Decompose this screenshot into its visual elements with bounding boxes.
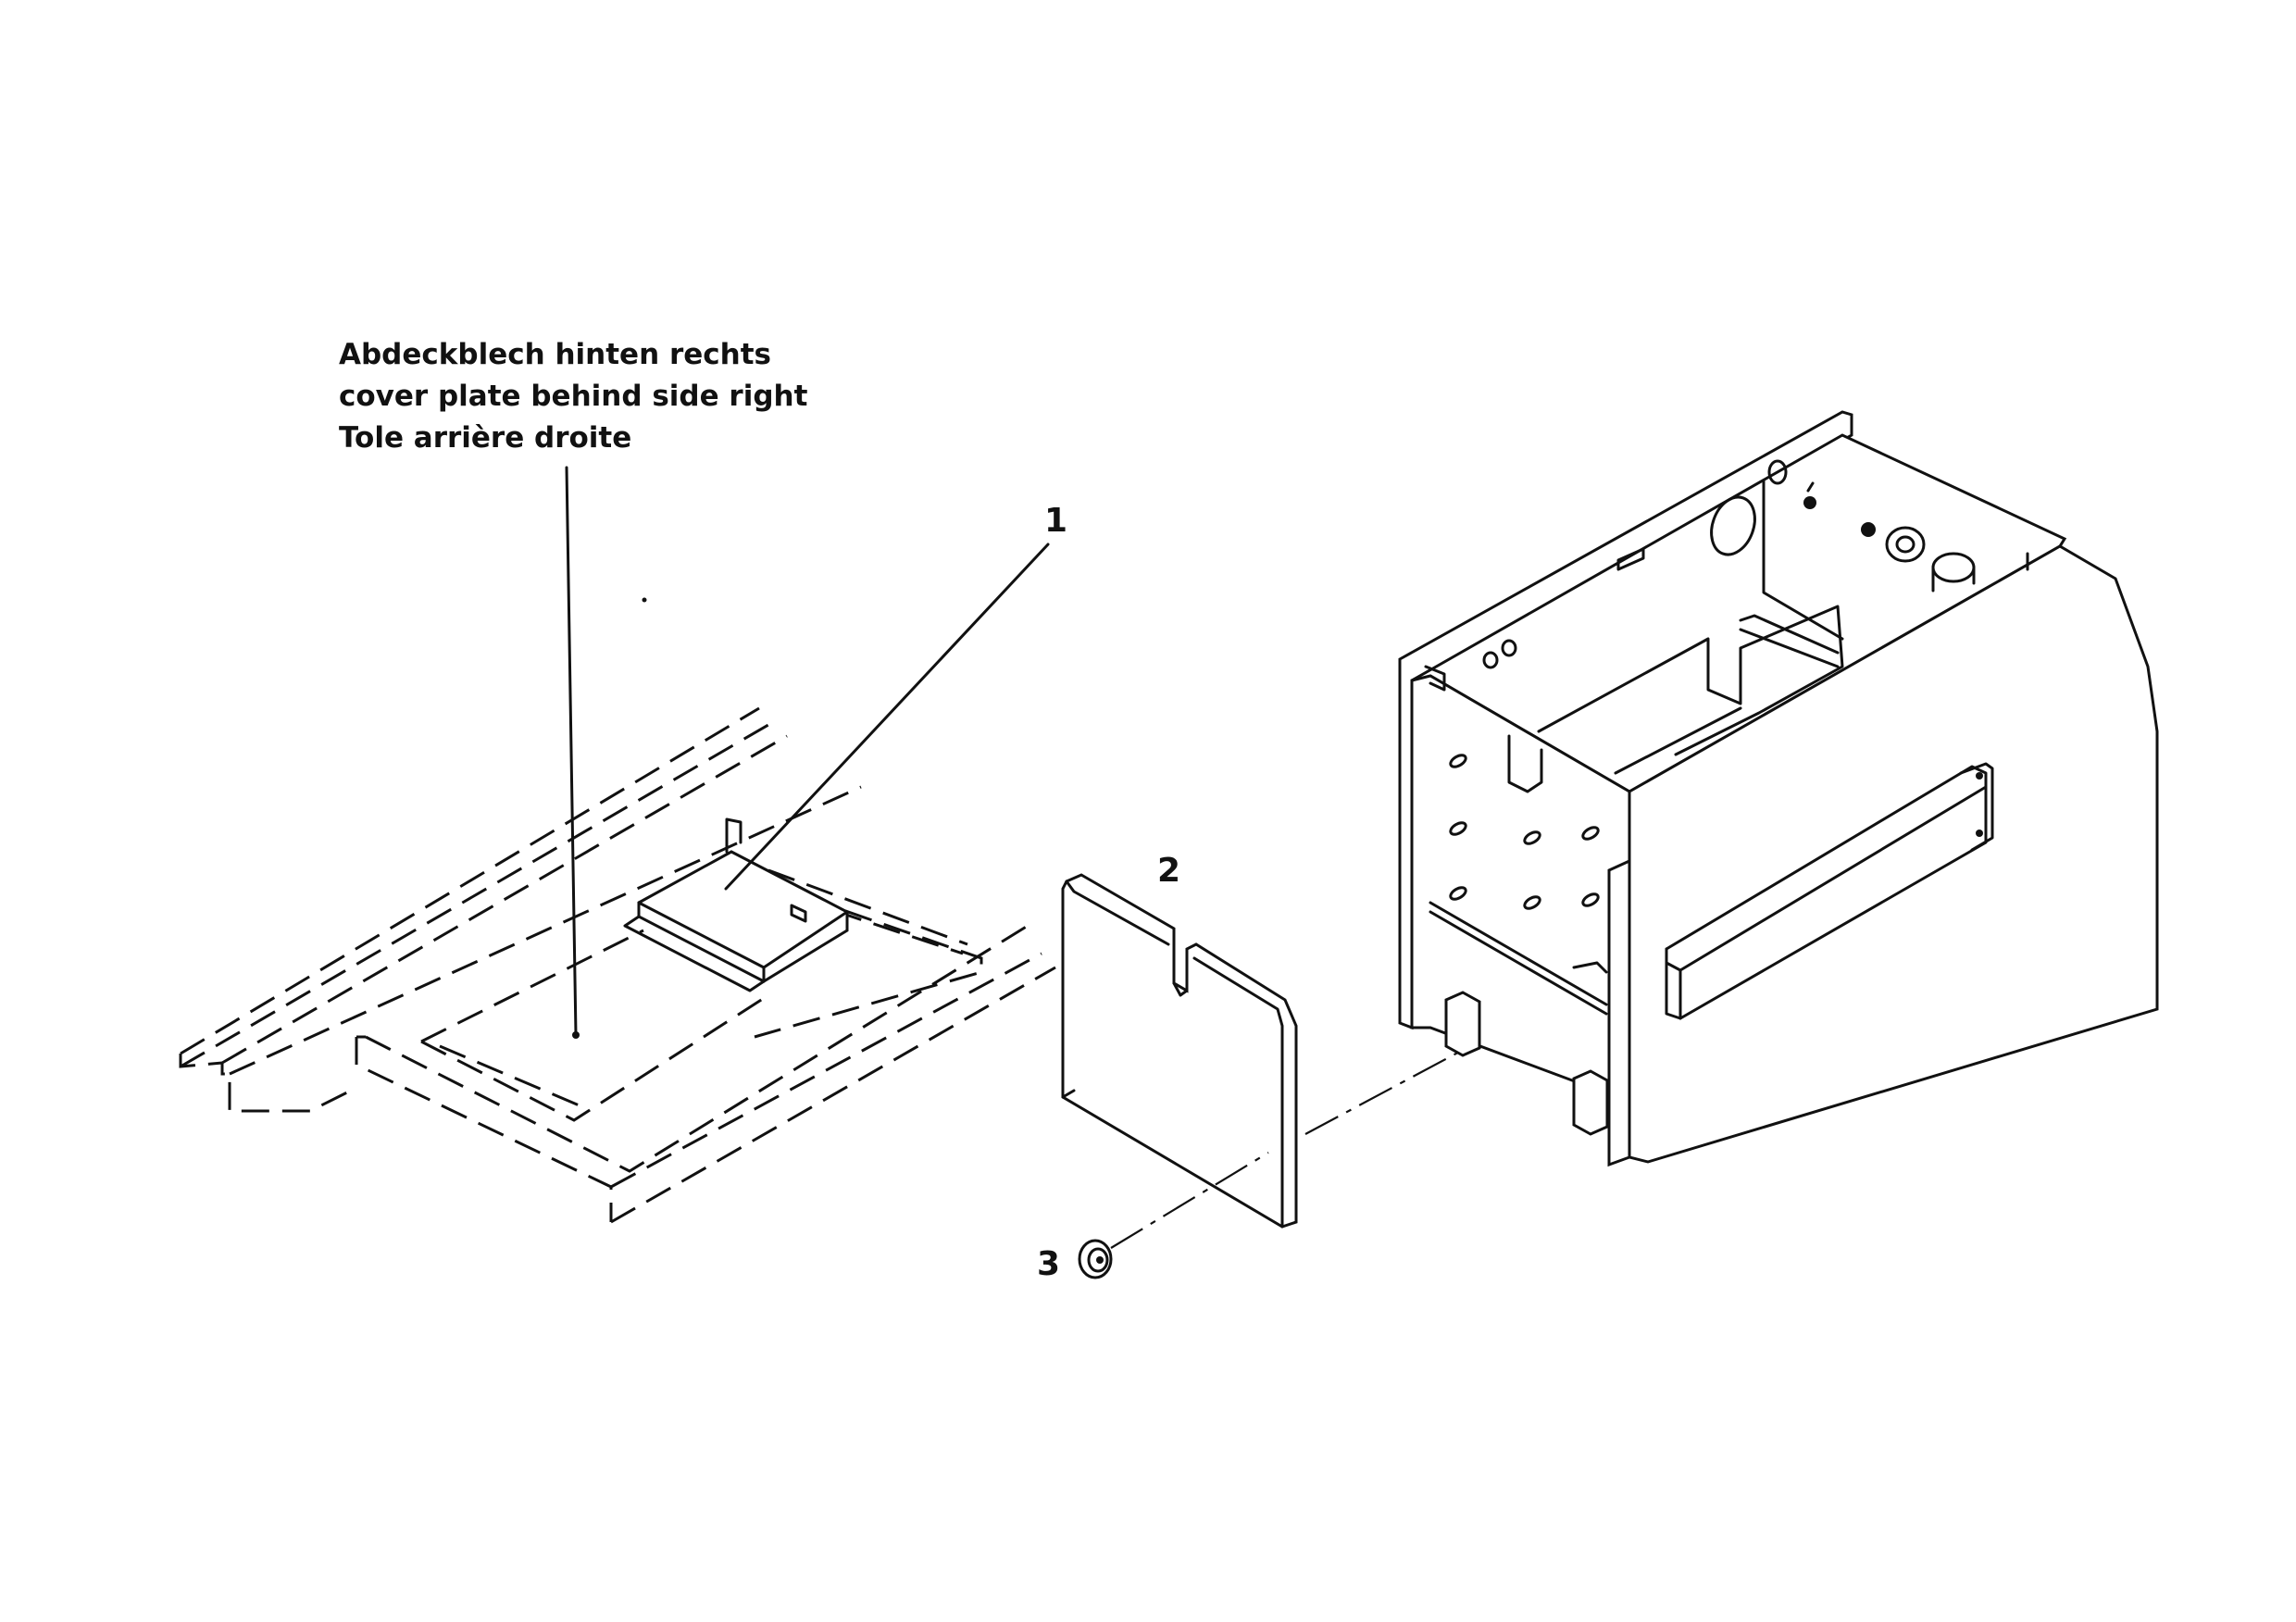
- ledge-front-bottom: [610, 966, 1056, 1224]
- top-fitting-1: [1803, 496, 1816, 509]
- caption-leader-line: [565, 466, 578, 1037]
- rail-left-step: [179, 1054, 357, 1113]
- housing-inner-partition: [1537, 605, 1844, 756]
- caption-leader-dot: [572, 1031, 580, 1039]
- phantom-base-frame: [179, 706, 1056, 1224]
- wall-hole-6: [1581, 826, 1600, 841]
- part-2-top-thickness-left: [1065, 880, 1170, 946]
- wall-hole-1: [1449, 754, 1467, 768]
- part-2-top-thickness-right: [1192, 956, 1284, 1229]
- caption-english: cover plate behind side right: [339, 380, 808, 413]
- callout-2: 2: [1157, 852, 1180, 890]
- callout-1: 1: [1044, 502, 1067, 540]
- housing-shelf-tab: [1572, 961, 1608, 974]
- top-fitting-2: [1861, 522, 1876, 537]
- front-slot-rivet-top: [1976, 772, 1983, 780]
- part-2-face: [1061, 873, 1298, 1229]
- part-3-knob: [1078, 1239, 1113, 1279]
- housing-inner-shelf: [1614, 706, 1742, 775]
- wall-hole-5: [1523, 895, 1541, 910]
- ledge-front-mid: [610, 952, 1042, 1189]
- rail-back-4: [229, 785, 862, 1076]
- ledge-front-left: [355, 1037, 613, 1222]
- rail-back-2: [180, 720, 774, 1068]
- axis-knob-to-panel: [1110, 1152, 1269, 1249]
- front-slot-rivet-bottom: [1976, 830, 1983, 837]
- left-wall-holes: [1449, 754, 1600, 910]
- top-gland-inner: [1895, 535, 1915, 554]
- part-1-tab: [725, 817, 742, 854]
- housing-inner-divider-top: [1739, 614, 1840, 655]
- stray-dot: [642, 597, 647, 603]
- rear-hole-2: [1501, 639, 1517, 657]
- top-gland: [1885, 526, 1926, 563]
- recess-inner: [439, 1044, 589, 1111]
- housing-foot-right: [1572, 1069, 1609, 1136]
- part-2-panel: [1061, 873, 1298, 1229]
- wall-hole-3: [1449, 886, 1467, 901]
- housing-shelf-bottom: [1429, 910, 1608, 1016]
- part-3-center: [1096, 1256, 1104, 1264]
- housing-inner-back-wall: [1762, 480, 1844, 641]
- rail-back-1: [180, 706, 760, 1055]
- callout-1-leader: [724, 543, 1050, 891]
- wall-hole-7: [1581, 892, 1600, 907]
- caption-block: Abdeckblech hinten rechts cover plate be…: [339, 338, 808, 455]
- caption-french: Tole arrière droite: [339, 421, 631, 455]
- front-window-left: [1665, 947, 1682, 1020]
- frame-right-inner: [795, 896, 964, 955]
- housing-inner-divider: [1739, 628, 1840, 668]
- frame-right-upper: [767, 868, 968, 946]
- housing-bracket: [1507, 734, 1543, 793]
- housing-front-panel: [1628, 544, 2159, 1164]
- callout-3: 3: [1037, 1245, 1060, 1283]
- housing-shelf-top: [1429, 901, 1608, 1006]
- part-1-cover-plate: [623, 817, 849, 992]
- top-small-hole: [1767, 459, 1788, 485]
- recess-back: [420, 929, 644, 1043]
- caption-german: Abdeckblech hinten rechts: [339, 338, 771, 371]
- front-upper-slot: [1959, 762, 1994, 852]
- part-1-base-lip: [623, 915, 766, 992]
- top-fitting-1-stem: [1806, 481, 1815, 493]
- part-1-slot: [790, 904, 807, 923]
- rear-hole-1: [1482, 651, 1499, 669]
- housing-rail-end: [1424, 665, 1446, 692]
- part-2-notch-bottom: [1172, 981, 1189, 997]
- rail-back-3: [221, 734, 788, 1065]
- housing-front-lip: [1607, 858, 1631, 1167]
- part-2-bottom-corner: [1061, 1089, 1076, 1099]
- ledge-front-top: [365, 924, 1029, 1173]
- housing-assembly: [1398, 410, 2159, 1167]
- wall-hole-4: [1523, 830, 1541, 845]
- top-slot: [1616, 547, 1645, 571]
- top-round-port: [1710, 495, 1756, 556]
- recess-front: [420, 993, 769, 1122]
- part-3-inner: [1087, 1247, 1109, 1273]
- wall-hole-2: [1449, 821, 1467, 836]
- top-cylinder-sides: [1931, 566, 1976, 593]
- housing-foot-left: [1444, 991, 1481, 1057]
